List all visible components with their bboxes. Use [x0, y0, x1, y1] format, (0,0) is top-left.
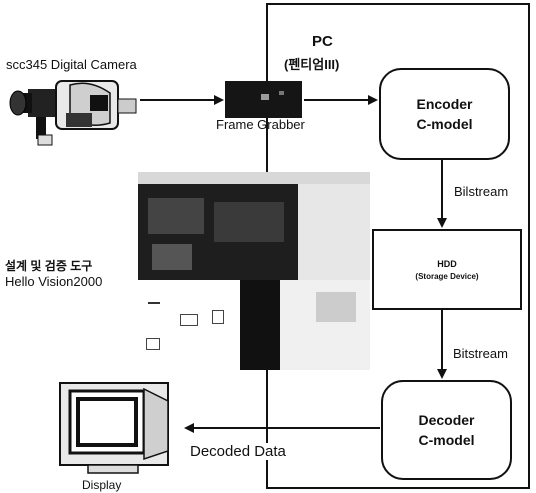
flow-arrows — [0, 0, 536, 493]
